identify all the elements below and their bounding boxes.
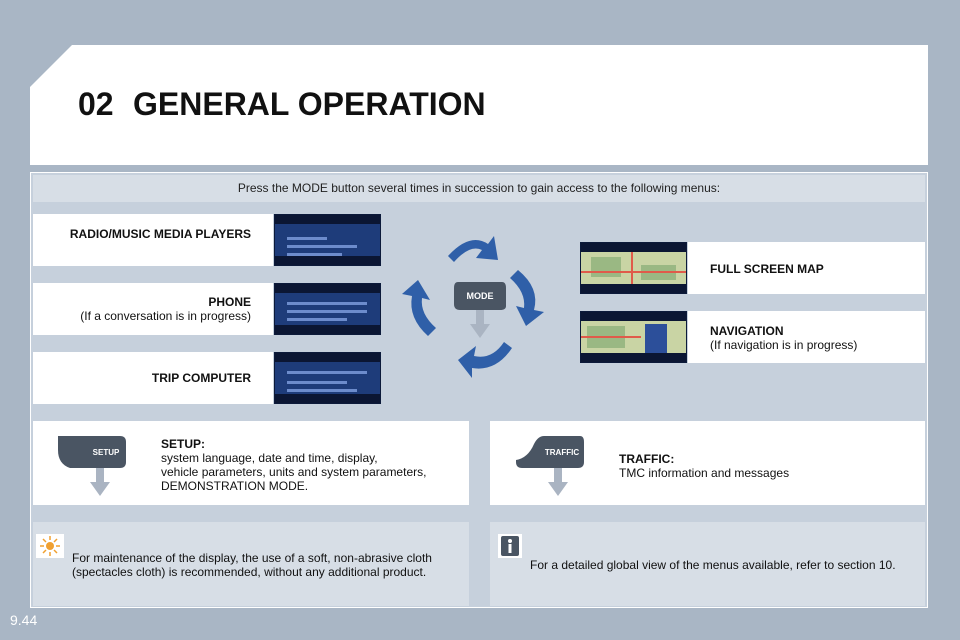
setup-button[interactable] xyxy=(56,434,128,498)
screen-bottom-bar xyxy=(581,353,686,362)
screen-line xyxy=(287,318,347,321)
screen-trip xyxy=(274,352,381,404)
menu-title-nav: NAVIGATION xyxy=(710,324,784,338)
setup-line-2: vehicle parameters, units and system par… xyxy=(161,465,427,479)
menu-title-trip: TRIP COMPUTER xyxy=(151,371,251,385)
maintenance-line-1: For maintenance of the display, the use … xyxy=(72,551,432,565)
menu-subtitle-phone: (If a conversation is in progress) xyxy=(80,309,251,323)
screen-top-bar xyxy=(275,353,380,362)
screen-line xyxy=(287,237,327,240)
menu-row-radio xyxy=(33,214,273,266)
traffic-button-label: TRAFFIC xyxy=(544,448,580,457)
menu-subtitle-nav: (If navigation is in progress) xyxy=(710,338,858,352)
chapter-number: 02 xyxy=(78,86,114,122)
screen-line xyxy=(287,253,342,256)
screen-line xyxy=(287,302,367,305)
menu-label-map: FULL SCREEN MAP xyxy=(710,262,910,276)
menu-row-map xyxy=(688,242,925,294)
maintenance-line-2: (spectacles cloth) is recommended, witho… xyxy=(72,565,427,579)
intro-text: Press the MODE button several times in s… xyxy=(237,181,721,195)
map-patch xyxy=(591,257,621,277)
screen-radio xyxy=(274,214,381,266)
map-road xyxy=(581,336,641,338)
setup-button-label: SETUP xyxy=(92,448,120,457)
screen-phone xyxy=(274,283,381,335)
menu-row-trip xyxy=(33,352,273,404)
screen-line xyxy=(287,245,357,248)
menu-label-nav: NAVIGATION (If navigation is in progress… xyxy=(710,324,910,352)
screen-bottom-bar xyxy=(275,325,380,334)
screen-line xyxy=(287,371,367,374)
mode-button[interactable] xyxy=(452,278,508,340)
screen-line xyxy=(287,381,347,384)
setup-line-1: system language, date and time, display, xyxy=(161,451,378,465)
setup-title: SETUP: xyxy=(161,437,206,451)
screen-line xyxy=(287,310,367,313)
intro-band xyxy=(33,175,925,202)
maintenance-icon xyxy=(36,534,64,558)
nav-direction-panel xyxy=(645,324,667,354)
traffic-title: TRAFFIC: xyxy=(619,452,675,466)
menu-label-radio: RADIO/MUSIC MEDIA PLAYERS xyxy=(40,227,251,241)
screen-bottom-bar xyxy=(275,256,380,265)
traffic-description: TRAFFIC: TMC information and messages xyxy=(619,452,909,480)
setup-line-3: DEMONSTRATION MODE. xyxy=(161,479,309,493)
menu-title-radio: RADIO/MUSIC MEDIA PLAYERS xyxy=(69,227,251,241)
chapter-title: GENERAL OPERATION xyxy=(133,86,486,122)
screen-top-bar xyxy=(275,284,380,293)
setup-description: SETUP: system language, date and time, d… xyxy=(161,437,461,493)
menu-title-phone: PHONE xyxy=(208,295,251,309)
screen-top-bar xyxy=(581,312,686,321)
screen-nav xyxy=(580,311,687,363)
screen-top-bar xyxy=(275,215,380,224)
menu-label-phone: PHONE (If a conversation is in progress) xyxy=(40,295,251,323)
menu-title-map: FULL SCREEN MAP xyxy=(710,262,824,276)
menu-row-phone xyxy=(33,283,273,335)
screen-bottom-bar xyxy=(275,394,380,403)
traffic-line-1: TMC information and messages xyxy=(619,466,790,480)
info-note: For a detailed global view of the menus … xyxy=(530,558,896,572)
arrow-right-icon xyxy=(510,270,544,326)
mode-button-label: MODE xyxy=(466,291,494,301)
menu-row-nav xyxy=(688,311,925,363)
info-icon xyxy=(498,534,522,558)
info-note-box xyxy=(490,522,925,606)
arrow-top-icon xyxy=(448,236,498,262)
traffic-button[interactable] xyxy=(514,434,586,498)
map-road xyxy=(631,252,633,286)
arrow-left-icon xyxy=(402,280,436,336)
map-road xyxy=(581,271,686,273)
screen-top-bar xyxy=(581,243,686,252)
screen-bottom-bar xyxy=(581,284,686,293)
page-number: 9.44 xyxy=(10,612,38,628)
maintenance-note: For maintenance of the display, the use … xyxy=(72,551,462,579)
screen-map xyxy=(580,242,687,294)
title-panel xyxy=(30,45,928,165)
arrow-bottom-icon xyxy=(458,342,512,378)
screen-line xyxy=(287,389,357,392)
mode-cycle-arrows xyxy=(402,236,544,378)
menu-label-trip: TRIP COMPUTER xyxy=(40,371,251,385)
maintenance-note-box xyxy=(33,522,469,606)
